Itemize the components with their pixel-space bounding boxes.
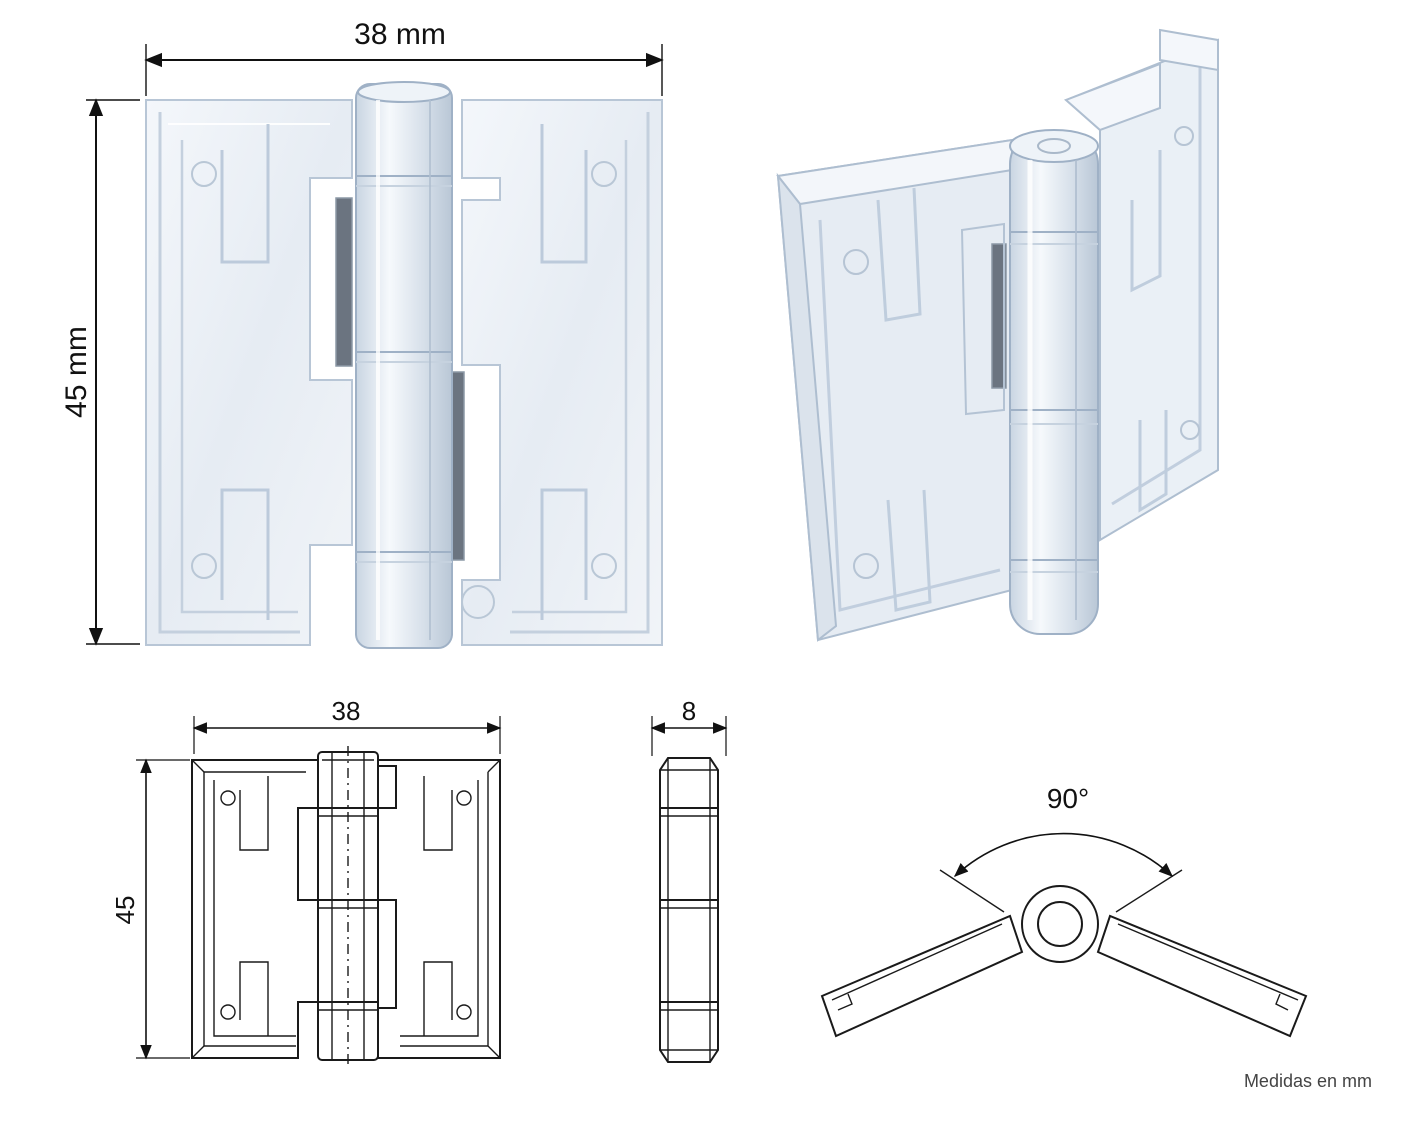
angle-left-leaf [820, 914, 1024, 1038]
hinge-knuckle [355, 81, 453, 649]
opening-angle-label: 90° [1047, 783, 1089, 814]
opening-angle-drawing: 90° [820, 783, 1308, 1038]
units-note: Medidas en mm [1243, 1071, 1372, 1091]
perspective-insert-slot [991, 243, 1007, 389]
front-photo-view: 38 mm 45 mm [60, 18, 664, 649]
front-photo-width-label: 38 mm [354, 18, 446, 51]
perspective-knuckle [1009, 129, 1099, 635]
drawing-height-label: 45 [110, 896, 140, 925]
left-leaf [145, 99, 353, 646]
drawing-thickness-label: 8 [682, 696, 696, 726]
front-photo-height-label: 45 mm [60, 326, 93, 418]
drawing-width-label: 38 [332, 696, 361, 726]
front-line-drawing: 38 45 [110, 696, 502, 1066]
insert-slot-upper [335, 197, 353, 367]
angle-right-leaf [1096, 914, 1308, 1038]
side-line-drawing: 8 [650, 696, 728, 1063]
right-leaf [461, 99, 663, 646]
perspective-photo-view [776, 28, 1219, 642]
